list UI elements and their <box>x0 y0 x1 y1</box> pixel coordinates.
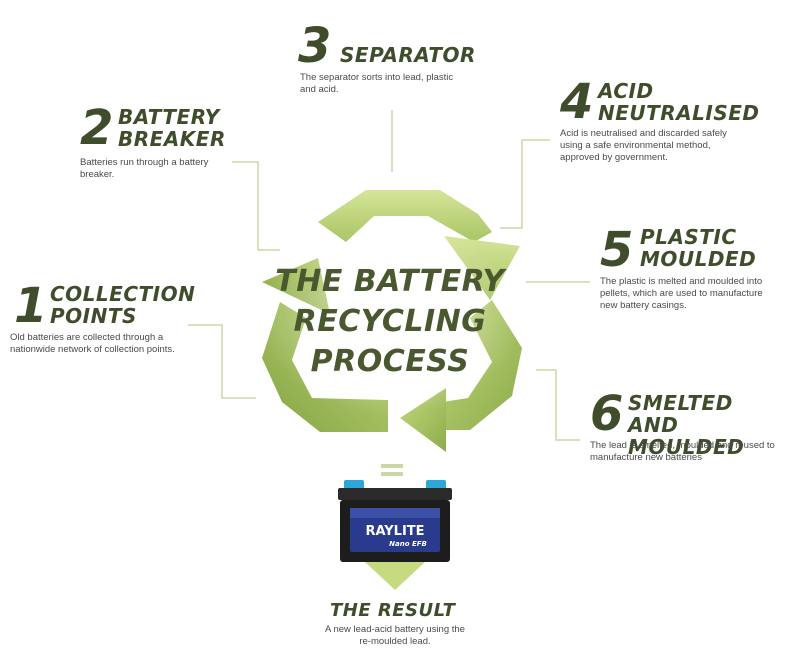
step-6-desc: The lead is smelted, moulded and reused … <box>590 440 775 463</box>
step-1-number: 1 <box>14 278 48 334</box>
result-desc: A new lead-acid battery using the re-mou… <box>325 624 465 647</box>
step-5-number: 5 <box>600 222 634 278</box>
center-title-line2: RECYCLING <box>293 304 487 339</box>
center-title-line1: THE BATTERY <box>275 264 505 299</box>
step-6-title: SMELTED AND MOULDED <box>628 391 745 459</box>
step-2-number: 2 <box>80 100 114 156</box>
result-title: THE RESULT <box>330 600 456 621</box>
step-4-desc: Acid is neutralised and discarded safely… <box>560 128 727 163</box>
connector-collection-points <box>188 324 256 399</box>
recycle-arrow-top <box>318 190 492 242</box>
step-6-number: 6 <box>590 386 624 442</box>
step-4-title: ACID NEUTRALISED <box>598 79 760 125</box>
battery-image: RAYLITE Nano EFB <box>338 480 452 562</box>
down-arrow-icon <box>365 562 425 590</box>
step-2-title: BATTERY BREAKER <box>118 105 226 151</box>
battery-brand: RAYLITE <box>365 524 424 539</box>
battery-terminal-left <box>344 480 364 490</box>
connector-smelted-moulded <box>536 369 580 441</box>
step-1-title: COLLECTION POINTS <box>50 282 196 328</box>
battery-terminal-right <box>426 480 446 490</box>
center-title-line3: PROCESS <box>310 344 470 379</box>
connector-acid-neutralised <box>500 139 550 229</box>
step-5-title: PLASTIC MOULDED <box>640 225 757 271</box>
step-3-desc: The separator sorts into lead, plastic a… <box>300 72 454 95</box>
battery-label <box>350 508 440 552</box>
battery-model: Nano EFB <box>389 540 427 548</box>
step-2-desc: Batteries run through a battery breaker. <box>80 157 209 180</box>
center-title: THE BATTERY RECYCLING PROCESS <box>245 262 535 382</box>
connector-battery-breaker <box>232 161 280 251</box>
step-1-desc: Old batteries are collected through a na… <box>10 332 175 355</box>
step-4-number: 4 <box>560 74 594 130</box>
step-3-number: 3 <box>298 18 332 74</box>
step-3-title: SEPARATOR <box>340 43 476 67</box>
step-5-desc: The plastic is melted and moulded into p… <box>600 276 763 311</box>
